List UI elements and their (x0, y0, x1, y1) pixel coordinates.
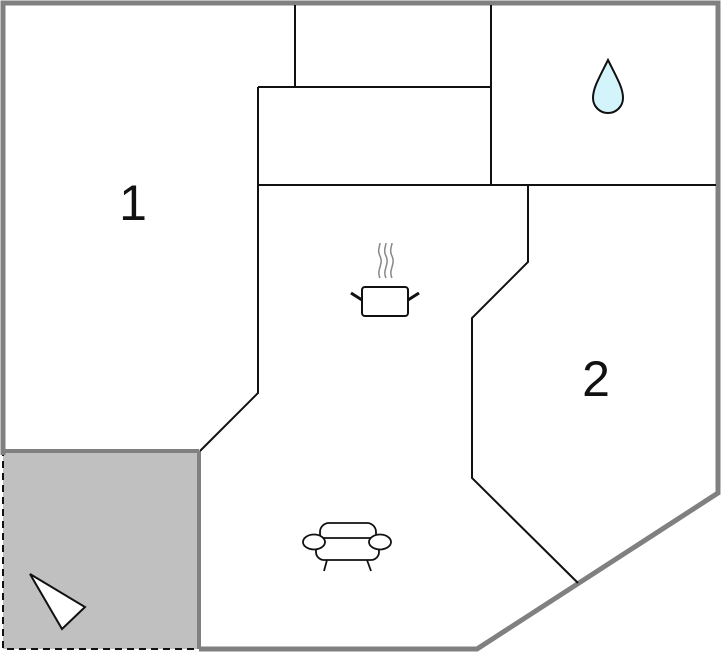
room-2-label: 2 (582, 351, 610, 407)
terrace (2, 425, 225, 650)
cooking-pot-icon (350, 242, 420, 317)
armchair-icon (302, 522, 392, 572)
terrace-dashed-edge (2, 425, 225, 650)
wall-bedroom-2 (471, 185, 579, 584)
compass-arrow-icon (29, 573, 87, 631)
wall-bedroom-1-east (199, 87, 259, 452)
inner-walls (199, 5, 716, 584)
room-1-label: 1 (119, 175, 147, 231)
terrace-floor (3, 452, 199, 649)
water-drop-icon (591, 57, 625, 114)
